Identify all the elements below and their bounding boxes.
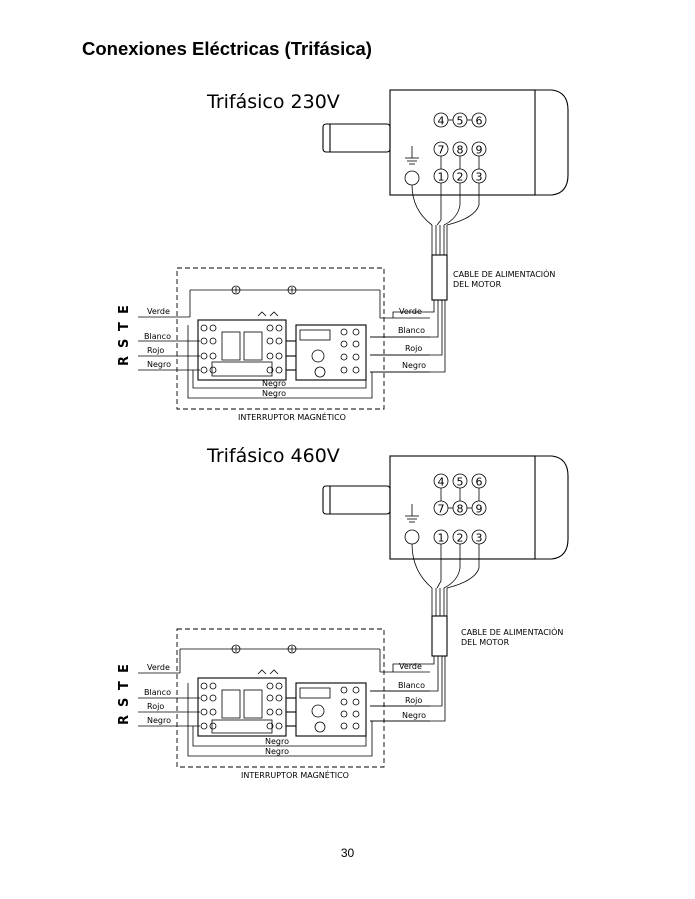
right-wire-negro: Negro <box>402 711 426 720</box>
terminal-6: 6 <box>471 473 487 489</box>
terminal-3: 3 <box>471 168 487 184</box>
svg-text:1: 1 <box>438 171 445 184</box>
switch-label: INTERRUPTOR MAGNÉTICO <box>238 411 346 422</box>
svg-text:E: E <box>117 664 132 673</box>
rste-labels: R S T E <box>117 664 132 725</box>
svg-text:7: 7 <box>438 503 445 516</box>
svg-text:3: 3 <box>476 532 483 545</box>
internal-wires <box>187 683 373 757</box>
overload-relay <box>286 682 367 737</box>
left-wires <box>138 648 381 727</box>
svg-text:5: 5 <box>457 476 464 489</box>
ground-connector-icon <box>231 285 241 295</box>
terminal-7: 7 <box>433 500 449 516</box>
terminal-5: 5 <box>452 112 468 128</box>
right-wires <box>370 671 430 722</box>
ground-connector-icon <box>231 644 241 654</box>
right-wire-blanco: Blanco <box>398 681 425 690</box>
page-title: Conexiones Eléctricas (Trifásica) <box>82 38 372 59</box>
ground-connector-icon <box>287 644 297 654</box>
terminal-3: 3 <box>471 529 487 545</box>
svg-text:2: 2 <box>457 171 464 184</box>
left-wire-blanco: Blanco <box>144 688 171 697</box>
right-wire-rojo: Rojo <box>405 344 422 353</box>
terminal-1: 1 <box>433 168 449 184</box>
terminal-block: 4 5 6 7 8 9 1 2 3 <box>433 112 487 184</box>
switch-label: INTERRUPTOR MAGNÉTICO <box>241 769 349 780</box>
terminal-4: 4 <box>433 473 449 489</box>
terminal-9: 9 <box>471 500 487 516</box>
svg-text:2: 2 <box>457 532 464 545</box>
left-wires <box>138 289 381 371</box>
svg-text:5: 5 <box>457 115 464 128</box>
terminal-8: 8 <box>452 500 468 516</box>
cable-label-line2: DEL MOTOR <box>453 280 502 289</box>
svg-text:9: 9 <box>476 503 483 516</box>
terminal-2: 2 <box>452 168 468 184</box>
cable-label-line2: DEL MOTOR <box>461 638 510 647</box>
diagram-title: Trifásico 460V <box>206 445 340 467</box>
right-wire-negro: Negro <box>402 361 426 370</box>
svg-text:6: 6 <box>476 115 483 128</box>
svg-text:S: S <box>117 698 132 707</box>
bottom-wire-negro-2: Negro <box>262 389 286 398</box>
right-wire-verde: Verde <box>399 662 422 671</box>
terminal-6: 6 <box>471 112 487 128</box>
left-wire-verde: Verde <box>147 307 170 316</box>
motor <box>322 455 569 560</box>
diagram-title: Trifásico 230V <box>206 91 340 113</box>
svg-text:S: S <box>117 339 132 348</box>
terminal-block: 4 5 6 7 8 9 1 2 3 <box>433 473 487 545</box>
terminal-7: 7 <box>433 141 449 157</box>
ground-icon <box>404 504 420 545</box>
svg-text:R: R <box>117 356 132 366</box>
svg-text:T: T <box>117 681 132 690</box>
bottom-wire-negro-1: Negro <box>265 737 289 746</box>
svg-text:4: 4 <box>438 476 445 489</box>
svg-text:1: 1 <box>438 532 445 545</box>
magnetic-switch-box <box>176 267 385 410</box>
cable-label-line1: CABLE DE ALIMENTACIÓN <box>453 268 555 279</box>
bottom-wire-negro-1: Negro <box>262 379 286 388</box>
contactor <box>197 311 287 381</box>
svg-text:8: 8 <box>457 144 464 157</box>
left-wire-rojo: Rojo <box>147 702 164 711</box>
rste-labels: R S T E <box>117 305 132 366</box>
internal-wires <box>187 325 373 399</box>
overload-relay <box>286 324 367 381</box>
terminal-4: 4 <box>433 112 449 128</box>
right-wire-blanco: Blanco <box>398 326 425 335</box>
svg-text:4: 4 <box>438 115 445 128</box>
terminal-9: 9 <box>471 141 487 157</box>
bottom-wire-negro-2: Negro <box>265 747 289 756</box>
motor <box>322 89 569 196</box>
wiring-diagram-230v: Trifásico 230V 4 5 6 7 8 9 1 2 3 <box>117 89 569 422</box>
left-wire-blanco: Blanco <box>144 332 171 341</box>
right-wire-verde: Verde <box>399 307 422 316</box>
cable-label-line1: CABLE DE ALIMENTACIÓN <box>461 626 563 637</box>
terminal-2: 2 <box>452 529 468 545</box>
svg-text:3: 3 <box>476 171 483 184</box>
svg-text:8: 8 <box>457 503 464 516</box>
left-wire-rojo: Rojo <box>147 346 164 355</box>
ground-icon <box>404 146 420 186</box>
wiring-diagram-460v: Trifásico 460V 4 5 6 7 8 9 1 2 3 <box>117 445 569 780</box>
contactor <box>197 669 287 737</box>
svg-text:6: 6 <box>476 476 483 489</box>
left-wire-negro: Negro <box>147 360 171 369</box>
svg-text:E: E <box>117 305 132 314</box>
page-number: 30 <box>340 846 355 860</box>
svg-text:R: R <box>117 715 132 725</box>
left-wire-negro: Negro <box>147 716 171 725</box>
terminal-8: 8 <box>452 141 468 157</box>
terminal-1: 1 <box>433 529 449 545</box>
left-wire-verde: Verde <box>147 663 170 672</box>
ground-connector-icon <box>287 285 297 295</box>
terminal-5: 5 <box>452 473 468 489</box>
right-wires <box>370 317 430 373</box>
svg-text:9: 9 <box>476 144 483 157</box>
svg-text:T: T <box>117 322 132 331</box>
svg-text:7: 7 <box>438 144 445 157</box>
right-wire-rojo: Rojo <box>405 696 422 705</box>
